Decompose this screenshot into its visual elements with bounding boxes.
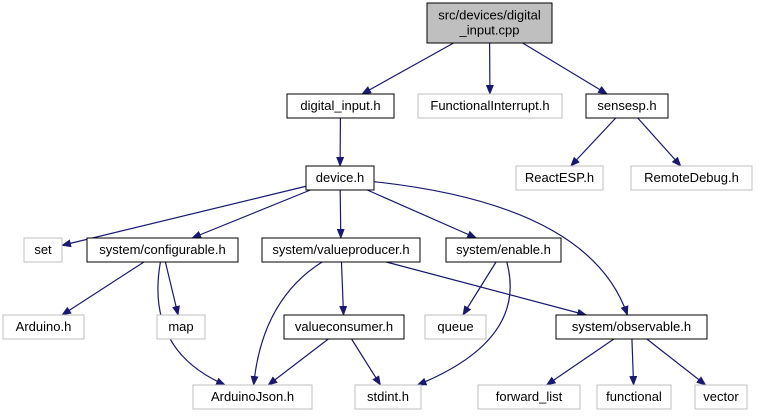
edge-valueconsumer-h-to-arduinojson-h (267, 338, 329, 386)
node-box (417, 93, 563, 119)
node-label: Arduino.h (16, 319, 72, 334)
node-label: digital_input.h (300, 98, 380, 113)
node-label: device.h (316, 170, 364, 185)
edge-device-h-to-set (61, 185, 307, 248)
node-digital-input-h[interactable]: digital_input.h (286, 93, 395, 119)
node-observable-h[interactable]: system/observable.h (555, 314, 708, 340)
node-box (2, 314, 85, 340)
node-label: vector (703, 389, 739, 404)
node-box (23, 237, 63, 263)
node-label: system/observable.h (572, 319, 691, 334)
node-box (156, 314, 206, 340)
edge-device-h-to-enable-h (367, 189, 478, 239)
edge-valueproducer-h-to-observable-h (386, 261, 588, 317)
node-sensesp-h[interactable]: sensesp.h (585, 93, 669, 119)
node-box (426, 2, 553, 44)
edge-observable-h-to-forward-list (545, 338, 615, 386)
edge-observable-h-to-functional (629, 338, 638, 386)
edge-observable-h-to-vector (646, 338, 707, 386)
node-box (354, 384, 422, 410)
edge-device-h-to-observable-h (373, 181, 629, 316)
node-box (585, 93, 669, 119)
node-stdint-h: stdint.h (354, 384, 422, 410)
node-functional: functional (596, 384, 672, 410)
node-label: forward_list (496, 389, 563, 404)
node-valueproducer-h[interactable]: system/valueproducer.h (261, 237, 421, 263)
edge-configurable-h-to-map (164, 261, 180, 316)
node-forward-list: forward_list (477, 384, 581, 410)
edge-enable-h-to-queue (462, 261, 497, 316)
edge-valueconsumer-h-to-stdint-h (351, 338, 381, 386)
node-label: valueconsumer.h (295, 319, 393, 334)
edge-configurable-h-to-arduino-h (61, 261, 145, 316)
node-root: src/devices/digital_input.cpp (426, 2, 553, 44)
node-box (305, 165, 375, 191)
node-remotedebug-h: RemoteDebug.h (630, 165, 753, 191)
node-box (694, 384, 748, 410)
node-label: map (168, 319, 193, 334)
node-box (261, 237, 421, 263)
edge-device-h-to-configurable-h (191, 189, 311, 239)
node-device-h[interactable]: device.h (305, 165, 375, 191)
node-box (555, 314, 708, 340)
node-box (477, 384, 581, 410)
node-arduinojson-h: ArduinoJson.h (192, 384, 313, 410)
node-arduino-h: Arduino.h (2, 314, 85, 340)
edge-valueproducer-h-to-valueconsumer-h (339, 261, 348, 316)
node-map: map (156, 314, 206, 340)
edge-sensesp-h-to-reactesp-h (570, 117, 617, 167)
node-queue: queue (424, 314, 487, 340)
node-vector: vector (694, 384, 748, 410)
edge-valueproducer-h-to-arduinojson-h (250, 261, 323, 386)
node-label: system/valueproducer.h (272, 242, 409, 257)
node-reactesp-h: ReactESP.h (515, 165, 604, 191)
node-set: set (23, 237, 63, 263)
node-valueconsumer-h[interactable]: valueconsumer.h (283, 314, 405, 340)
node-label: set (34, 242, 52, 257)
node-label: system/configurable.h (99, 242, 225, 257)
edge-root-to-sensesp-h (522, 42, 608, 95)
node-box (445, 237, 562, 263)
edge-root-to-digital-input-h (361, 42, 454, 95)
node-label: src/devices/digital (438, 8, 541, 23)
nodes-layer: src/devices/digital_input.cpp digital_inp… (2, 2, 753, 410)
node-label: functional (606, 389, 662, 404)
node-label: queue (437, 319, 473, 334)
node-box (286, 93, 395, 119)
node-label: system/enable.h (456, 242, 551, 257)
node-box (515, 165, 604, 191)
node-label: ArduinoJson.h (211, 389, 294, 404)
node-configurable-h[interactable]: system/configurable.h (86, 237, 239, 263)
node-box (86, 237, 239, 263)
node-functional-interrupt-h: FunctionalInterrupt.h (417, 93, 563, 119)
node-label: RemoteDebug.h (644, 170, 739, 185)
edge-enable-h-to-stdint-h (416, 261, 511, 386)
node-enable-h[interactable]: system/enable.h (445, 237, 562, 263)
node-label: sensesp.h (597, 98, 656, 113)
node-box (192, 384, 313, 410)
node-label: FunctionalInterrupt.h (430, 98, 549, 113)
node-box (424, 314, 487, 340)
edge-device-h-to-valueproducer-h (336, 189, 345, 239)
node-label: stdint.h (367, 389, 409, 404)
node-box (630, 165, 753, 191)
edge-sensesp-h-to-remotedebug-h (637, 117, 682, 167)
node-label: _input.cpp (459, 23, 520, 38)
node-label: ReactESP.h (525, 170, 594, 185)
node-box (596, 384, 672, 410)
node-box (283, 314, 405, 340)
